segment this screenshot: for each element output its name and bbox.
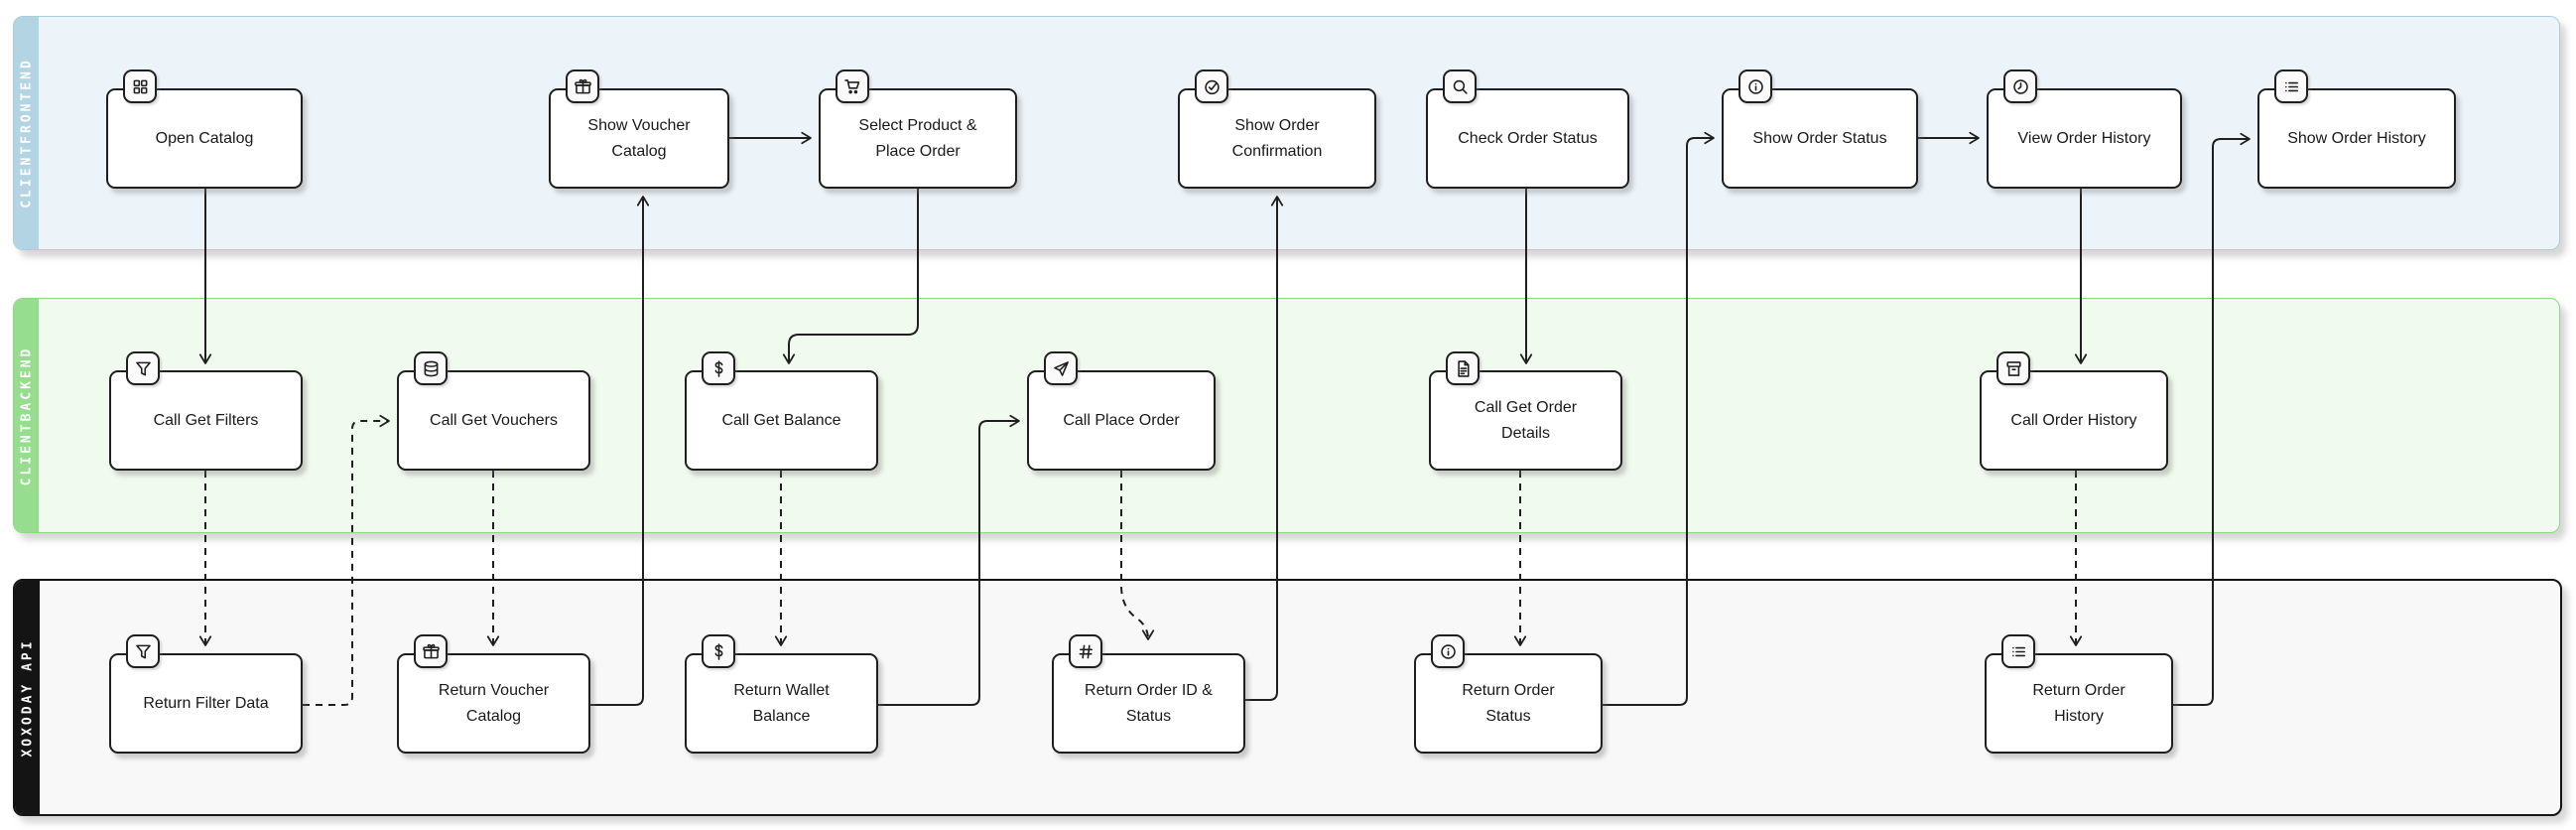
node-label: Show Order Confirmation xyxy=(1231,116,1323,160)
lane-clientbackend-label: CLIENTBACKEND xyxy=(19,346,34,485)
list-icon xyxy=(2274,69,2308,103)
node-label: Return Wallet Balance xyxy=(733,681,830,725)
node-call-get-vouchers[interactable]: Call Get Vouchers xyxy=(397,351,590,471)
node-label: Call Order History xyxy=(2010,411,2137,429)
lane-clientfrontend-strip: CLIENTFRONTEND xyxy=(14,17,39,249)
node-label: Show Order Status xyxy=(1752,129,1887,147)
node-label: Return Order History xyxy=(2032,681,2125,725)
funnel-icon xyxy=(126,634,160,668)
gift-icon xyxy=(414,634,448,668)
lane-xoxoday-api-strip: XOXODAY API xyxy=(15,581,40,814)
node-call-get-balance[interactable]: Call Get Balance xyxy=(685,351,878,471)
node-label: Return Voucher Catalog xyxy=(438,681,550,725)
node-label: Call Get Vouchers xyxy=(430,411,558,429)
list-icon xyxy=(2001,634,2035,668)
node-return-order-history[interactable]: Return Order History xyxy=(1985,634,2173,754)
node-label: Select Product & Place Order xyxy=(858,116,977,160)
node-return-voucher-catalog[interactable]: Return Voucher Catalog xyxy=(397,634,590,754)
node-label: Check Order Status xyxy=(1458,129,1598,147)
node-label: Return Filter Data xyxy=(143,694,269,712)
node-label: Call Get Balance xyxy=(721,411,841,429)
node-label: Call Get Order Details xyxy=(1474,398,1578,442)
node-show-order-status[interactable]: Show Order Status xyxy=(1722,69,1918,189)
node-label: Call Place Order xyxy=(1063,411,1180,429)
document-icon xyxy=(1446,351,1480,385)
node-label: Show Order History xyxy=(2287,129,2426,147)
node-call-order-history[interactable]: Call Order History xyxy=(1980,351,2168,471)
database-icon xyxy=(414,351,448,385)
grid-icon xyxy=(123,69,157,103)
search-icon xyxy=(1443,69,1477,103)
archive-icon xyxy=(1996,351,2030,385)
node-return-filter-data[interactable]: Return Filter Data xyxy=(109,634,303,754)
node-label: Return Order Status xyxy=(1462,681,1555,725)
node-call-get-order-details[interactable]: Call Get Order Details xyxy=(1429,351,1622,471)
lane-clientbackend: CLIENTBACKEND xyxy=(13,298,2560,533)
node-check-order-status[interactable]: Check Order Status xyxy=(1426,69,1629,189)
send-icon xyxy=(1044,351,1078,385)
node-show-order-confirmation[interactable]: Show Order Confirmation xyxy=(1178,69,1376,189)
node-label: Show Voucher Catalog xyxy=(587,116,691,160)
node-call-get-filters[interactable]: Call Get Filters xyxy=(109,351,303,471)
node-label: Return Order ID & Status xyxy=(1085,681,1213,725)
node-label: View Order History xyxy=(2017,129,2151,147)
node-return-order-status[interactable]: Return Order Status xyxy=(1414,634,1603,754)
node-show-voucher-catalog[interactable]: Show Voucher Catalog xyxy=(549,69,729,189)
lane-xoxoday-api-label: XOXODAY API xyxy=(20,637,35,758)
node-label: Open Catalog xyxy=(155,129,254,147)
clock-icon xyxy=(2003,69,2037,103)
lane-clientbackend-strip: CLIENTBACKEND xyxy=(14,299,39,532)
node-open-catalog[interactable]: Open Catalog xyxy=(106,69,303,189)
node-return-wallet-balance[interactable]: Return Wallet Balance xyxy=(685,634,878,754)
node-label: Call Get Filters xyxy=(153,411,259,429)
node-show-order-history[interactable]: Show Order History xyxy=(2257,69,2456,189)
info-icon xyxy=(1739,69,1772,103)
cart-icon xyxy=(836,69,869,103)
check-circle-icon xyxy=(1195,69,1228,103)
hash-icon xyxy=(1069,634,1102,668)
funnel-icon xyxy=(126,351,160,385)
lane-clientfrontend-label: CLIENTFRONTEND xyxy=(19,58,34,208)
node-select-product-place-order[interactable]: Select Product & Place Order xyxy=(819,69,1017,189)
node-return-order-id-status[interactable]: Return Order ID & Status xyxy=(1052,634,1245,754)
dollar-icon xyxy=(702,634,735,668)
node-call-place-order[interactable]: Call Place Order xyxy=(1027,351,1216,471)
info-icon xyxy=(1431,634,1465,668)
node-view-order-history[interactable]: View Order History xyxy=(1987,69,2182,189)
lane-xoxoday-api: XOXODAY API xyxy=(13,579,2562,816)
dollar-icon xyxy=(702,351,735,385)
gift-icon xyxy=(566,69,599,103)
